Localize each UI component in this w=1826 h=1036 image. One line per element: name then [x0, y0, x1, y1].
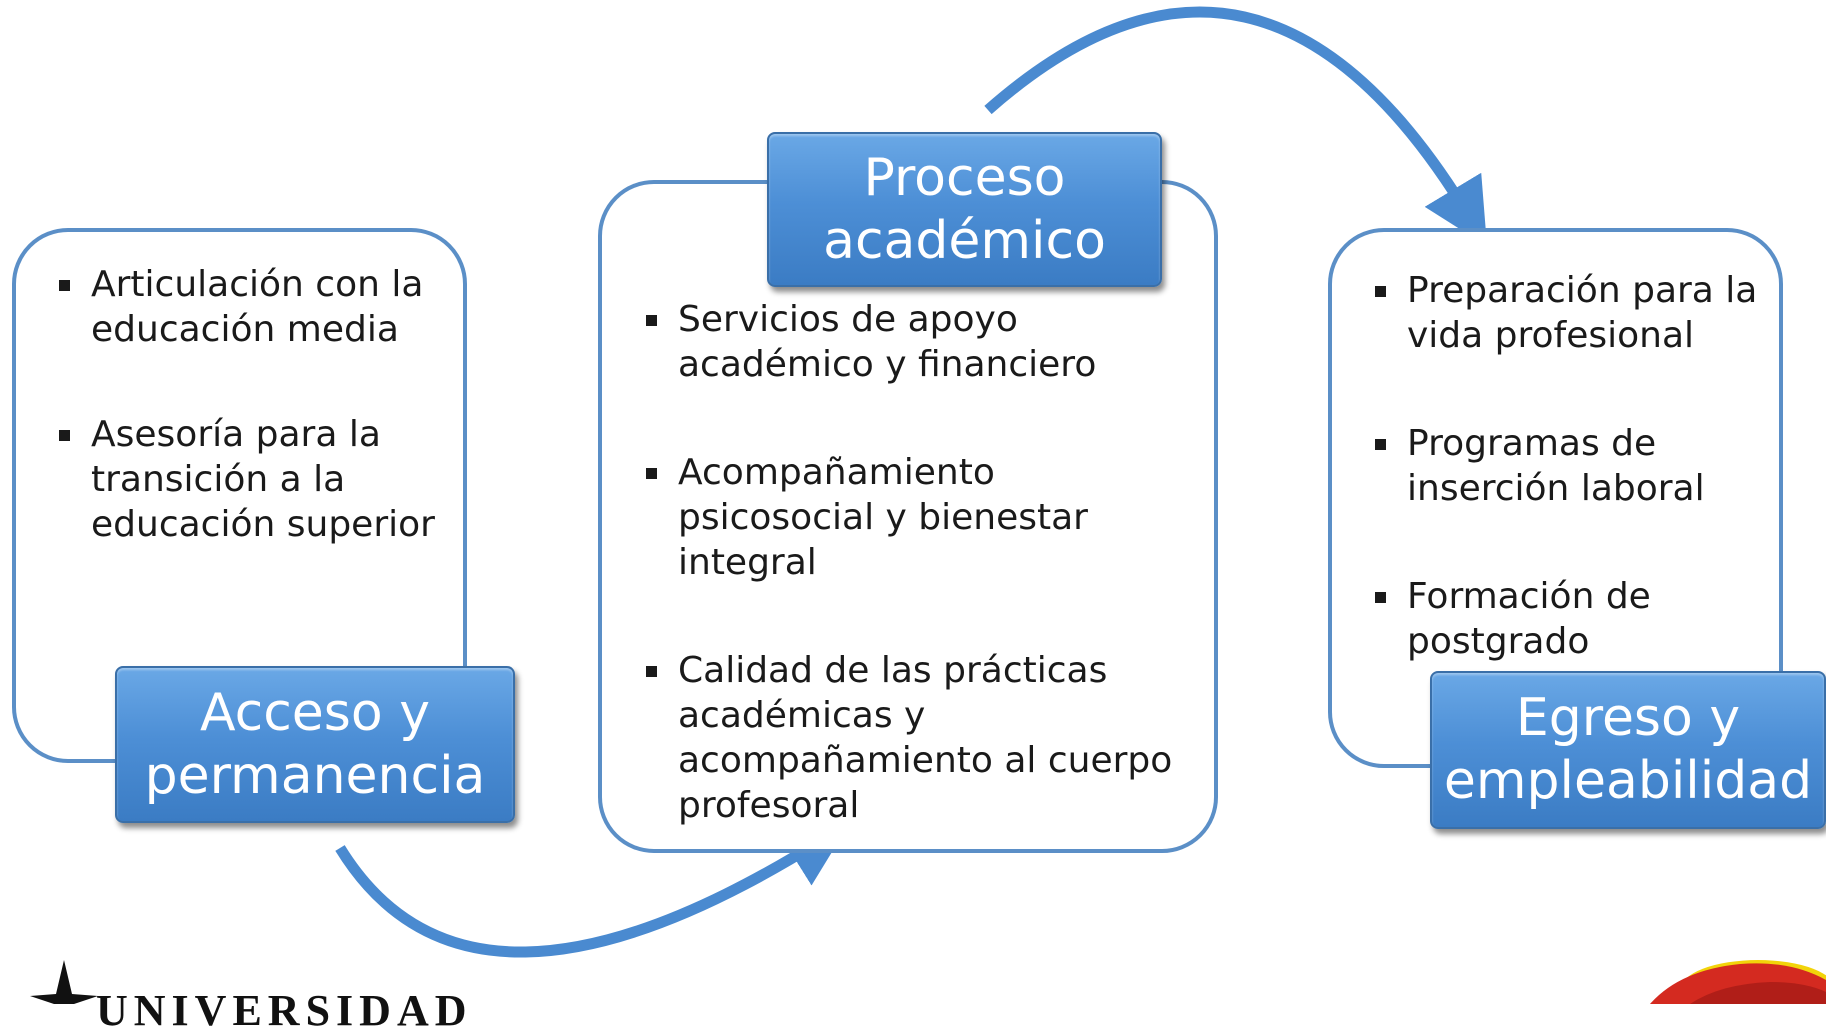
emblem-icon: [1650, 960, 1826, 1004]
list-item: Preparación para la vida profesional: [1375, 268, 1770, 358]
panel-acceso: Articulación con la educación media Ases…: [12, 228, 467, 763]
list-item: Articulación con la educación media: [59, 262, 454, 352]
list-item: Calidad de las prácticas académicas y ac…: [646, 648, 1186, 828]
list-proceso: Servicios de apoyo académico y financier…: [646, 297, 1186, 828]
panel-proceso: Servicios de apoyo académico y financier…: [598, 180, 1218, 853]
list-item: Formación de postgrado: [1375, 574, 1770, 664]
stage-title: Acceso y permanencia: [144, 682, 486, 806]
diagram-canvas: Articulación con la educación media Ases…: [12, 6, 1826, 1035]
arrow-proceso-to-egreso: [984, 6, 1488, 247]
list-item: Asesoría para la transición a la educaci…: [59, 412, 454, 547]
connector-layer: [335, 6, 1488, 958]
list-item: Acompañamiento psicosocial y bienestar i…: [646, 450, 1186, 585]
university-logo-text: UNIVERSIDAD: [96, 986, 473, 1035]
stage-title: Proceso académico: [823, 147, 1106, 271]
list-acceso: Articulación con la educación media Ases…: [59, 262, 454, 547]
list-item: Programas de inserción laboral: [1375, 421, 1770, 511]
arrow-acceso-to-proceso: [335, 822, 850, 958]
university-logo-icon: [30, 960, 98, 1004]
stage-box-egreso: Egreso y empleabilidad: [1430, 671, 1826, 829]
stage-box-acceso: Acceso y permanencia: [115, 666, 515, 823]
stage-box-proceso: Proceso académico: [767, 132, 1162, 287]
list-item: Servicios de apoyo académico y financier…: [646, 297, 1186, 387]
stage-title: Egreso y empleabilidad: [1443, 688, 1813, 811]
list-egreso: Preparación para la vida profesional Pro…: [1375, 268, 1770, 664]
